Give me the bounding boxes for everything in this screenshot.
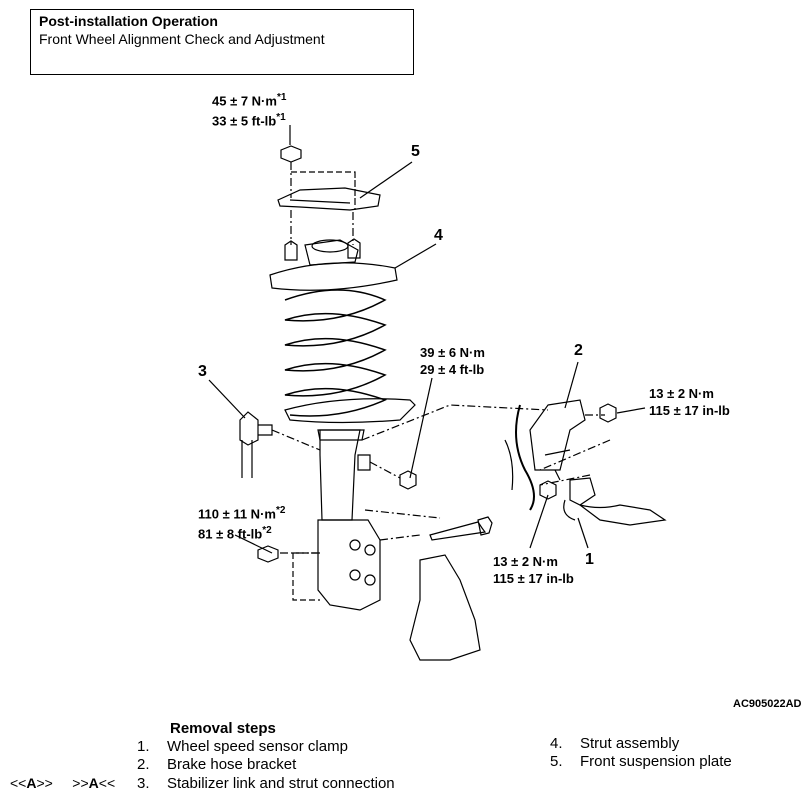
marker-left-open: << (10, 775, 27, 791)
marker-right-close: << (98, 775, 116, 791)
step-number: 4. (550, 735, 563, 752)
marker-a2: A (88, 775, 99, 791)
step-text: Brake hose bracket (167, 756, 297, 773)
top-nut (280, 145, 302, 163)
torque-clamp-inlb: 115 ± 17 in-lb (493, 571, 574, 586)
callout-3: 3 (198, 363, 207, 380)
box-title: Post-installation Operation (39, 13, 218, 29)
bracket-nut (599, 403, 617, 423)
lower-spring-seat (284, 398, 416, 424)
clamp-bolt (539, 480, 557, 500)
step-number: 5. (550, 753, 563, 770)
torque-stab-nm: 39 ± 6 N·m (420, 345, 485, 360)
service-marker: <<A>> >>A<< (10, 775, 115, 791)
torque-bracket-inlb: 115 ± 17 in-lb (649, 403, 730, 418)
sensor-harness (579, 504, 667, 526)
marker-right-open: >> (72, 775, 89, 791)
mount-dash-outline (291, 171, 356, 210)
torque-top-ftlb-note: *1 (276, 112, 286, 124)
steering-knuckle (409, 554, 481, 661)
marker-a1: A (26, 775, 37, 791)
callout-4: 4 (434, 227, 443, 244)
torque-strut-ftlb-note: *2 (262, 525, 272, 537)
torque-stab-ftlb: 29 ± 4 ft-lb (420, 362, 485, 377)
torque-strut-ftlb: 81 ± 8 ft-lb (198, 526, 263, 542)
stabilizer-nut (399, 470, 417, 490)
removal-step-2: 2. Brake hose bracket (137, 756, 296, 773)
torque-strut-nut: 110 ± 11 N·m*2 81 ± 8 ft-lb*2 (198, 502, 285, 543)
stabilizer-link (239, 411, 259, 446)
spring-seat (269, 262, 398, 291)
strut-knuckle-bracket (317, 519, 381, 611)
torque-strut-nm-note: *2 (275, 505, 286, 516)
step-text: Strut assembly (580, 735, 680, 752)
removal-steps-title: Removal steps (170, 720, 276, 737)
step-number: 1. (137, 738, 150, 755)
step-text: Wheel speed sensor clamp (167, 738, 348, 755)
removal-step-5: 5. Front suspension plate (550, 753, 732, 770)
torque-strut-nm: 110 ± 11 N·m (198, 506, 276, 522)
callout-1: 1 (585, 551, 594, 568)
strut-mount (304, 239, 359, 266)
step-number: 2. (137, 756, 150, 773)
post-installation-box: Post-installation Operation Front Wheel … (30, 9, 414, 75)
torque-top-ftlb: 33 ± 5 ft-lb (212, 113, 277, 129)
suspension-plate (277, 187, 381, 211)
callout-2: 2 (574, 342, 583, 359)
coil-spring (284, 289, 388, 417)
sensor-clamp (569, 477, 596, 506)
strut-body (319, 429, 361, 521)
torque-top-nm-note: *1 (276, 92, 287, 103)
torque-clamp-bolt: 13 ± 2 N·m 115 ± 17 in-lb (493, 553, 574, 587)
torque-bracket-nm: 13 ± 2 N·m (649, 386, 714, 401)
torque-top-nut: 45 ± 7 N·m*1 33 ± 5 ft-lb*1 (212, 89, 286, 130)
removal-step-3: 3. Stabilizer link and strut connection (137, 775, 395, 792)
figure-code: AC905022AD (733, 698, 802, 710)
callout-5: 5 (411, 143, 420, 160)
brake-hose (515, 404, 535, 511)
step-text: Stabilizer link and strut connection (167, 775, 395, 792)
brake-hose-bracket (529, 399, 586, 471)
removal-step-1: 1. Wheel speed sensor clamp (137, 738, 348, 755)
torque-bracket-nut: 13 ± 2 N·m 115 ± 17 in-lb (649, 385, 730, 419)
step-number: 3. (137, 775, 150, 792)
removal-step-4: 4. Strut assembly (550, 735, 679, 752)
strut-bolt (429, 521, 487, 541)
torque-clamp-nm: 13 ± 2 N·m (493, 554, 558, 569)
torque-top-nm: 45 ± 7 N·m (212, 93, 277, 109)
strut-lower-nut (257, 545, 279, 563)
torque-stabilizer-nut: 39 ± 6 N·m 29 ± 4 ft-lb (420, 344, 485, 378)
box-subtitle: Front Wheel Alignment Check and Adjustme… (39, 31, 325, 47)
step-text: Front suspension plate (580, 753, 732, 770)
marker-left-close: >> (36, 775, 53, 791)
